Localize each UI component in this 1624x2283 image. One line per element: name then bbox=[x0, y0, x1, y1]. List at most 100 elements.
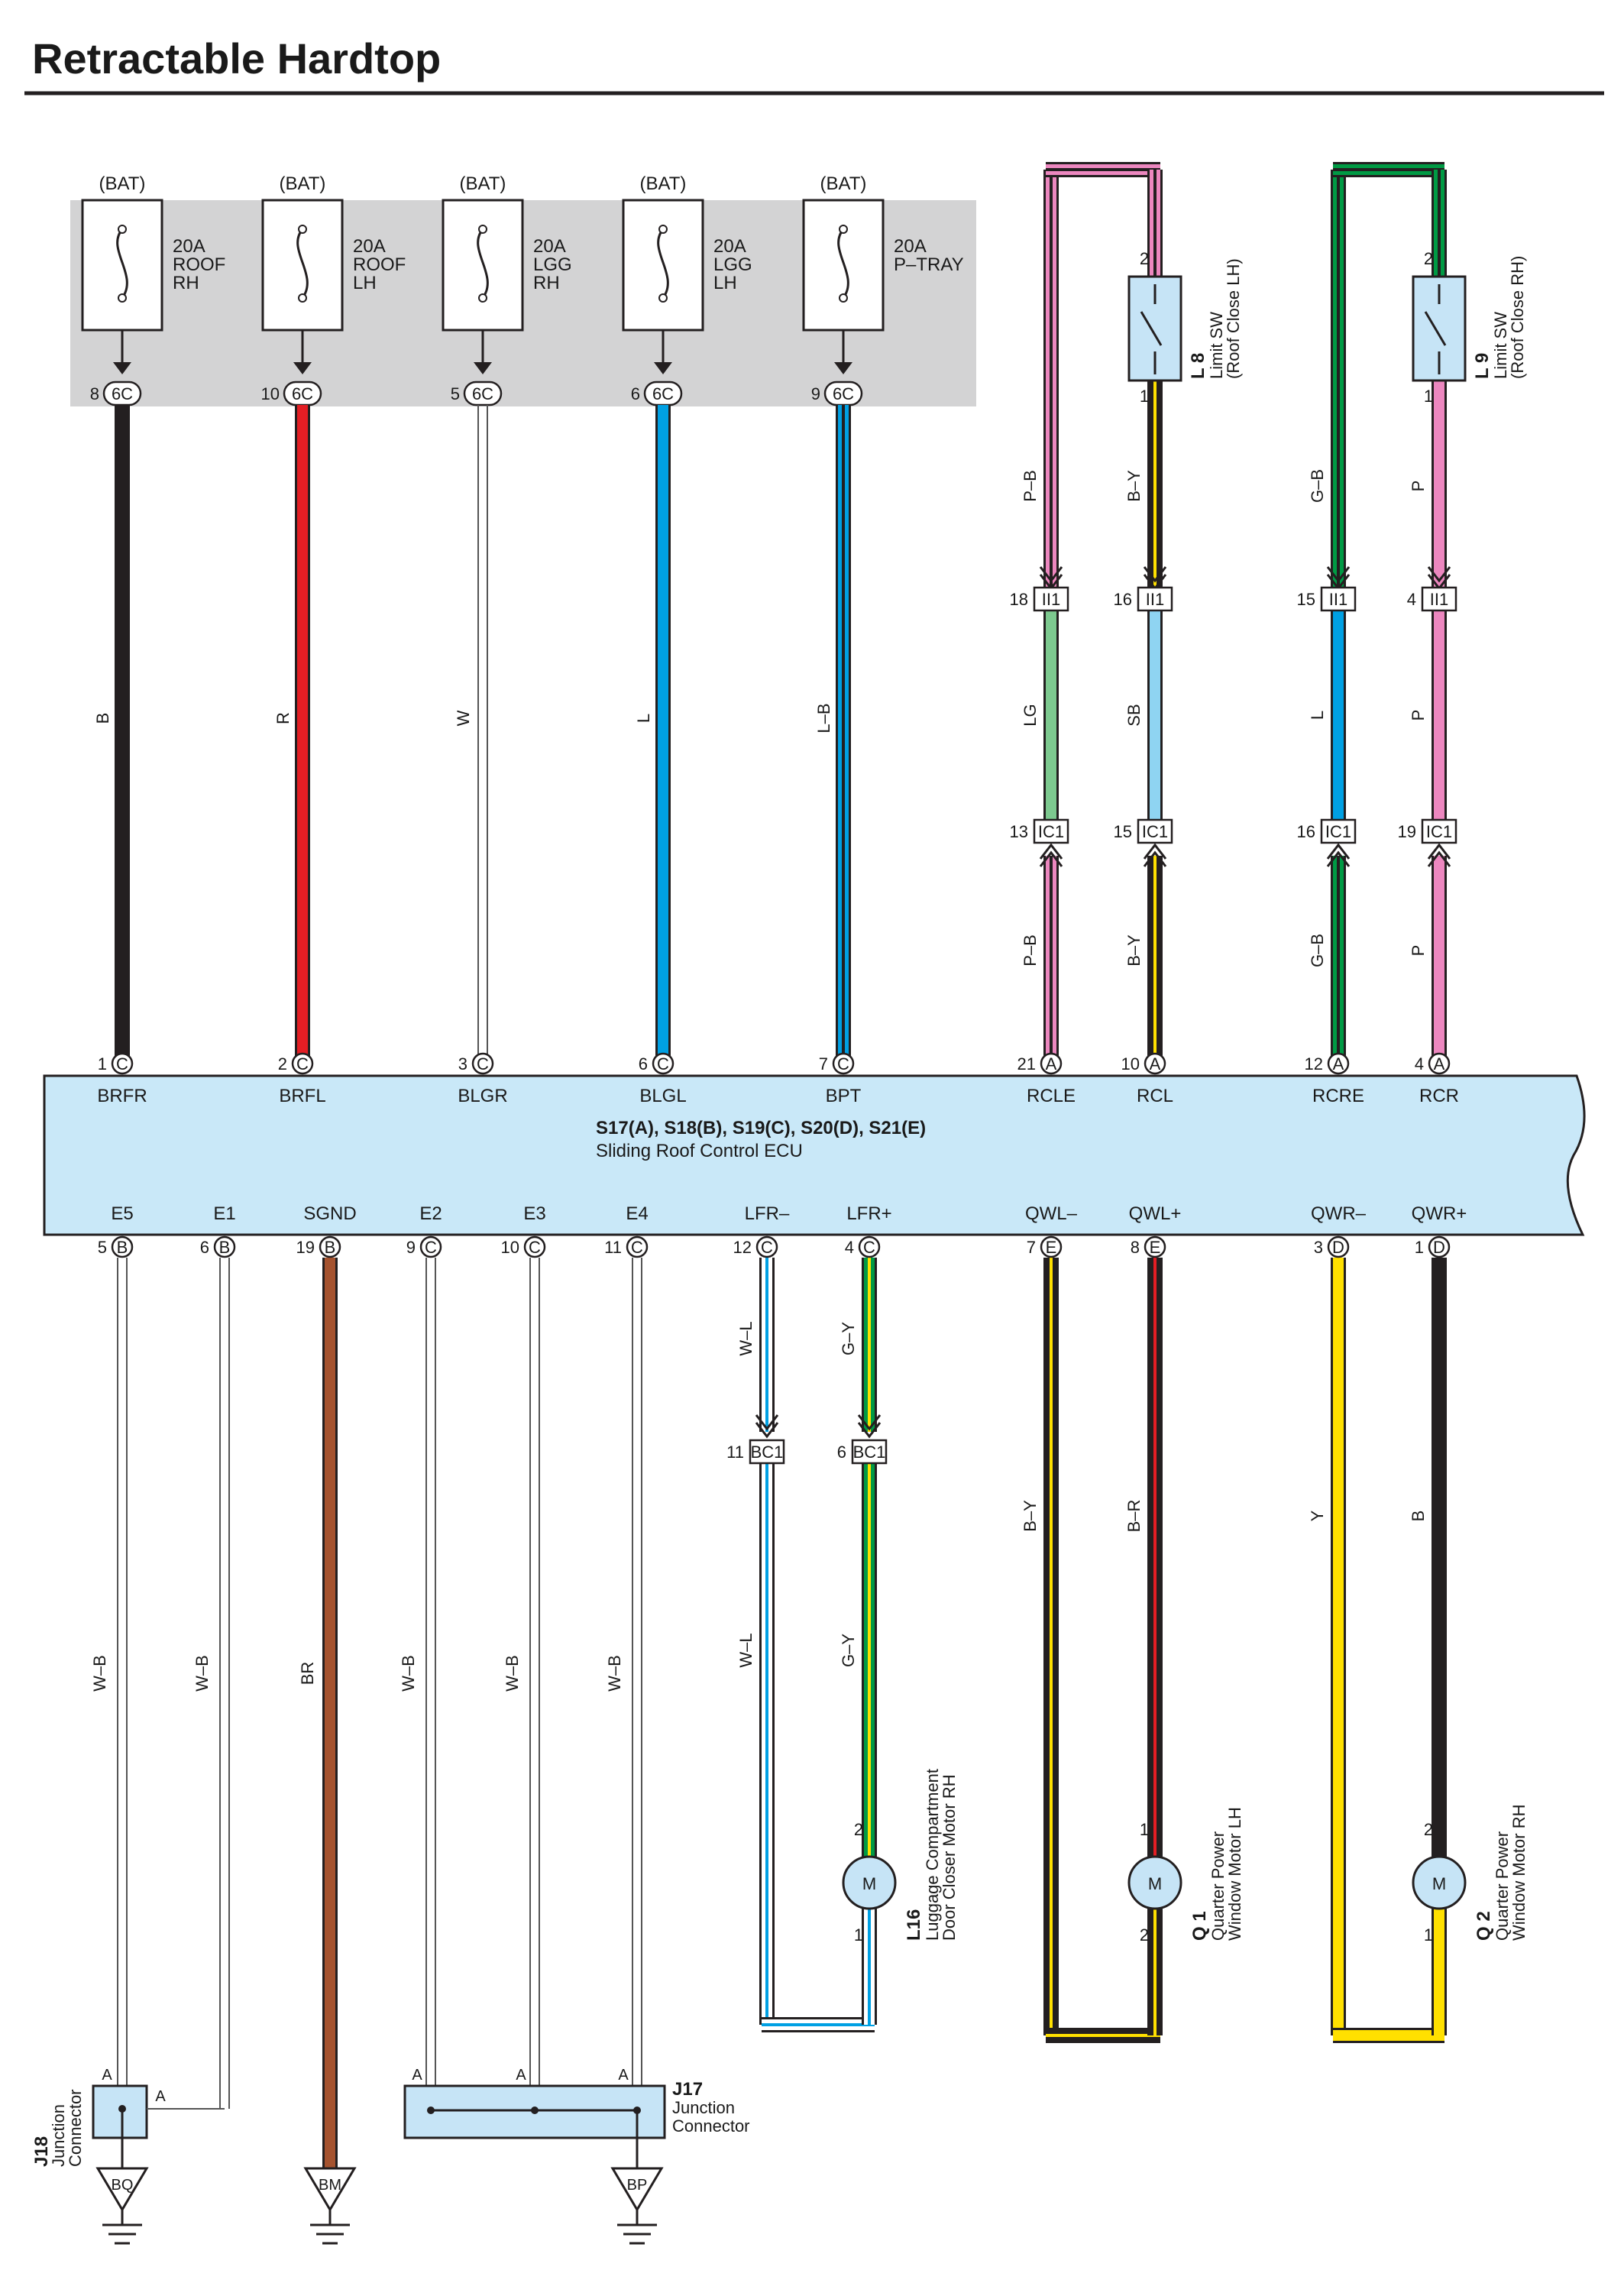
limit-sw-0-ic-out-pin: 15 bbox=[1114, 822, 1132, 841]
ground-wire-3-label: W–B bbox=[399, 1655, 418, 1692]
ecu-bottom-9-pin: 8 bbox=[1131, 1238, 1140, 1257]
fuse-4-dot-bottom bbox=[839, 293, 848, 303]
ground-bq-label: BQ bbox=[112, 2177, 134, 2194]
ground-bp-triangle bbox=[610, 2167, 664, 2212]
fuse-4-ecu-pin: 7 bbox=[819, 1054, 828, 1073]
fuse-3-term: BLGL bbox=[639, 1086, 686, 1106]
fuse-3-dot-bottom bbox=[658, 293, 668, 303]
ecu-bottom-5-conn: C bbox=[631, 1238, 643, 1257]
limit-sw-1-low-out-label: P bbox=[1409, 945, 1428, 957]
motor-1-body bbox=[1127, 1855, 1182, 1910]
fuse-0-rating: 20A bbox=[173, 236, 205, 257]
ground-wire-1-label: W–B bbox=[192, 1655, 212, 1692]
fuse-0-dot-top bbox=[118, 225, 127, 234]
motor-1-plus-label: B–R bbox=[1124, 1500, 1144, 1533]
ecu-bottom-8-conn: E bbox=[1046, 1238, 1057, 1257]
junction-j17-node-1 bbox=[531, 2107, 539, 2114]
fuse-4-term: BPT bbox=[826, 1086, 862, 1106]
limit-sw-1-mid-loop-label: L bbox=[1308, 711, 1327, 720]
fuse-3-jb-pin: 6 bbox=[631, 384, 640, 403]
limit-sw-0-term-loop: RCLE bbox=[1027, 1086, 1076, 1106]
limit-sw-1-ic-arrow-out-a bbox=[1427, 850, 1451, 867]
fuse-2-rating: 20A bbox=[533, 236, 566, 257]
ecu-bottom-9-circle bbox=[1144, 1235, 1166, 1258]
limit-sw-0-ii-loop-conn: II1 bbox=[1042, 590, 1060, 609]
fuse-2-ecu-pin: 3 bbox=[458, 1054, 467, 1073]
fuse-4-wire-label: L–B bbox=[814, 703, 833, 733]
limit-sw-0-ic-out-box bbox=[1137, 818, 1173, 844]
junction-j17-id: J17 bbox=[672, 2079, 703, 2100]
wire-layer bbox=[115, 162, 1447, 2168]
l16-bc-minus-conn: BC1 bbox=[751, 1443, 784, 1462]
l16-plus-upper-label: G–Y bbox=[839, 1322, 858, 1355]
limit-sw-0-term-out: RCL bbox=[1137, 1086, 1173, 1106]
fuse-0-element bbox=[116, 228, 128, 299]
fuse-2-dot-top bbox=[478, 225, 487, 234]
limit-sw-1-desc: (Roof Close RH) bbox=[1508, 256, 1527, 379]
limit-sw-1-name: Limit SW bbox=[1491, 312, 1510, 379]
ecu-bottom-0-term: E5 bbox=[111, 1203, 133, 1224]
limit-sw-1-ecu-out-conn: A bbox=[1434, 1054, 1445, 1073]
ecu-bottom-0-conn: B bbox=[117, 1238, 128, 1257]
ecu-name: Sliding Roof Control ECU bbox=[596, 1141, 803, 1161]
limit-sw-0-ii-loop-box bbox=[1033, 586, 1069, 612]
fuse-3-arrow bbox=[654, 362, 672, 374]
ecu-bottom-9-term: QWL+ bbox=[1129, 1203, 1182, 1224]
fuse-4-dot-top bbox=[839, 225, 848, 234]
ecu-bottom-10-term: QWR– bbox=[1311, 1203, 1367, 1224]
fuse-3-dot-top bbox=[658, 225, 668, 234]
limit-sw-1-ic-arrow-out-b bbox=[1427, 843, 1451, 860]
limit-sw-1-ic-loop-box bbox=[1320, 818, 1357, 844]
limit-sw-1-mid-out-label: P bbox=[1409, 710, 1428, 721]
limit-sw-1-ii-loop-box bbox=[1320, 586, 1357, 612]
fuse-2-jb-pin: 5 bbox=[451, 384, 460, 403]
limit-sw-1-ic-arrow-loop-b bbox=[1326, 843, 1351, 860]
ecu-bottom-7-pin: 4 bbox=[845, 1238, 854, 1257]
junction-j17-pin-a0: A bbox=[412, 2067, 422, 2084]
l16-minus-lower-label: W–L bbox=[736, 1633, 755, 1667]
ground-bp-label: BP bbox=[627, 2177, 648, 2194]
junction-j18-pin-a1: A bbox=[102, 2067, 112, 2084]
limit-sw-0-ecu-loop-circle bbox=[1040, 1052, 1063, 1075]
motor-0-pin-bottom: 1 bbox=[854, 1925, 863, 1945]
junction-j17-line2: Connector bbox=[672, 2116, 750, 2136]
fuse-4-element bbox=[837, 228, 849, 299]
motor-1-id: Q 1 bbox=[1189, 1911, 1210, 1941]
ecu-bottom-2-conn: B bbox=[325, 1238, 336, 1257]
ecu-bottom-5-circle bbox=[626, 1235, 649, 1258]
limit-sw-1-ecu-loop-circle bbox=[1327, 1052, 1350, 1075]
ecu-bottom-5-pin: 11 bbox=[604, 1238, 622, 1257]
ecu-bottom-4-conn: C bbox=[529, 1238, 541, 1257]
ecu-bottom-8-pin: 7 bbox=[1027, 1238, 1036, 1257]
fuse-4-ecu-conn: C bbox=[837, 1054, 849, 1073]
ecu-bottom-10-pin: 3 bbox=[1314, 1238, 1323, 1257]
junction-j17-pin-a1: A bbox=[516, 2067, 526, 2084]
limit-sw-1-ic-out-box bbox=[1421, 818, 1457, 844]
fuse-1-dot-bottom bbox=[298, 293, 307, 303]
limit-sw-0-pin-bottom: 1 bbox=[1140, 387, 1149, 406]
ecu-bottom-3-term: E2 bbox=[419, 1203, 442, 1224]
limit-sw-1-ii-loop-conn: II1 bbox=[1329, 590, 1347, 609]
limit-sw-1-ic-arrow-loop-a bbox=[1326, 850, 1351, 867]
motor-2-minus-label: Y bbox=[1308, 1510, 1327, 1521]
ground-bm-triangle bbox=[303, 2167, 357, 2212]
fuse-0-ecu-circle bbox=[111, 1052, 134, 1075]
junction-j18-id: J18 bbox=[31, 2136, 52, 2167]
ground-bm-label: BM bbox=[319, 2177, 341, 2194]
ecu-bottom-7-circle bbox=[858, 1235, 881, 1258]
limit-sw-0-ii-out-conn: II1 bbox=[1146, 590, 1164, 609]
l16-bc-arrow-plus-a bbox=[857, 1414, 882, 1431]
l16-bc-plus-pin: 6 bbox=[837, 1443, 846, 1462]
motor-0-line2: Door Closer Motor RH bbox=[940, 1774, 959, 1941]
fuse-3-rating: 20A bbox=[713, 236, 746, 257]
motor-0-id: L16 bbox=[904, 1909, 924, 1941]
limit-sw-0-ic-arrow-loop-b bbox=[1039, 843, 1063, 860]
fuse-2-dot-bottom bbox=[478, 293, 487, 303]
fuse-3-side: LH bbox=[713, 273, 737, 293]
fuse-4-ecu-circle bbox=[832, 1052, 855, 1075]
limit-sw-0-ic-arrow-loop-a bbox=[1039, 850, 1063, 867]
fuse-2-source: (BAT) bbox=[460, 173, 506, 194]
ground-wire-5-label: W–B bbox=[605, 1655, 624, 1692]
motor-1-line1: Quarter Power bbox=[1208, 1831, 1228, 1941]
motor-1-pin-bottom: 2 bbox=[1140, 1925, 1149, 1945]
